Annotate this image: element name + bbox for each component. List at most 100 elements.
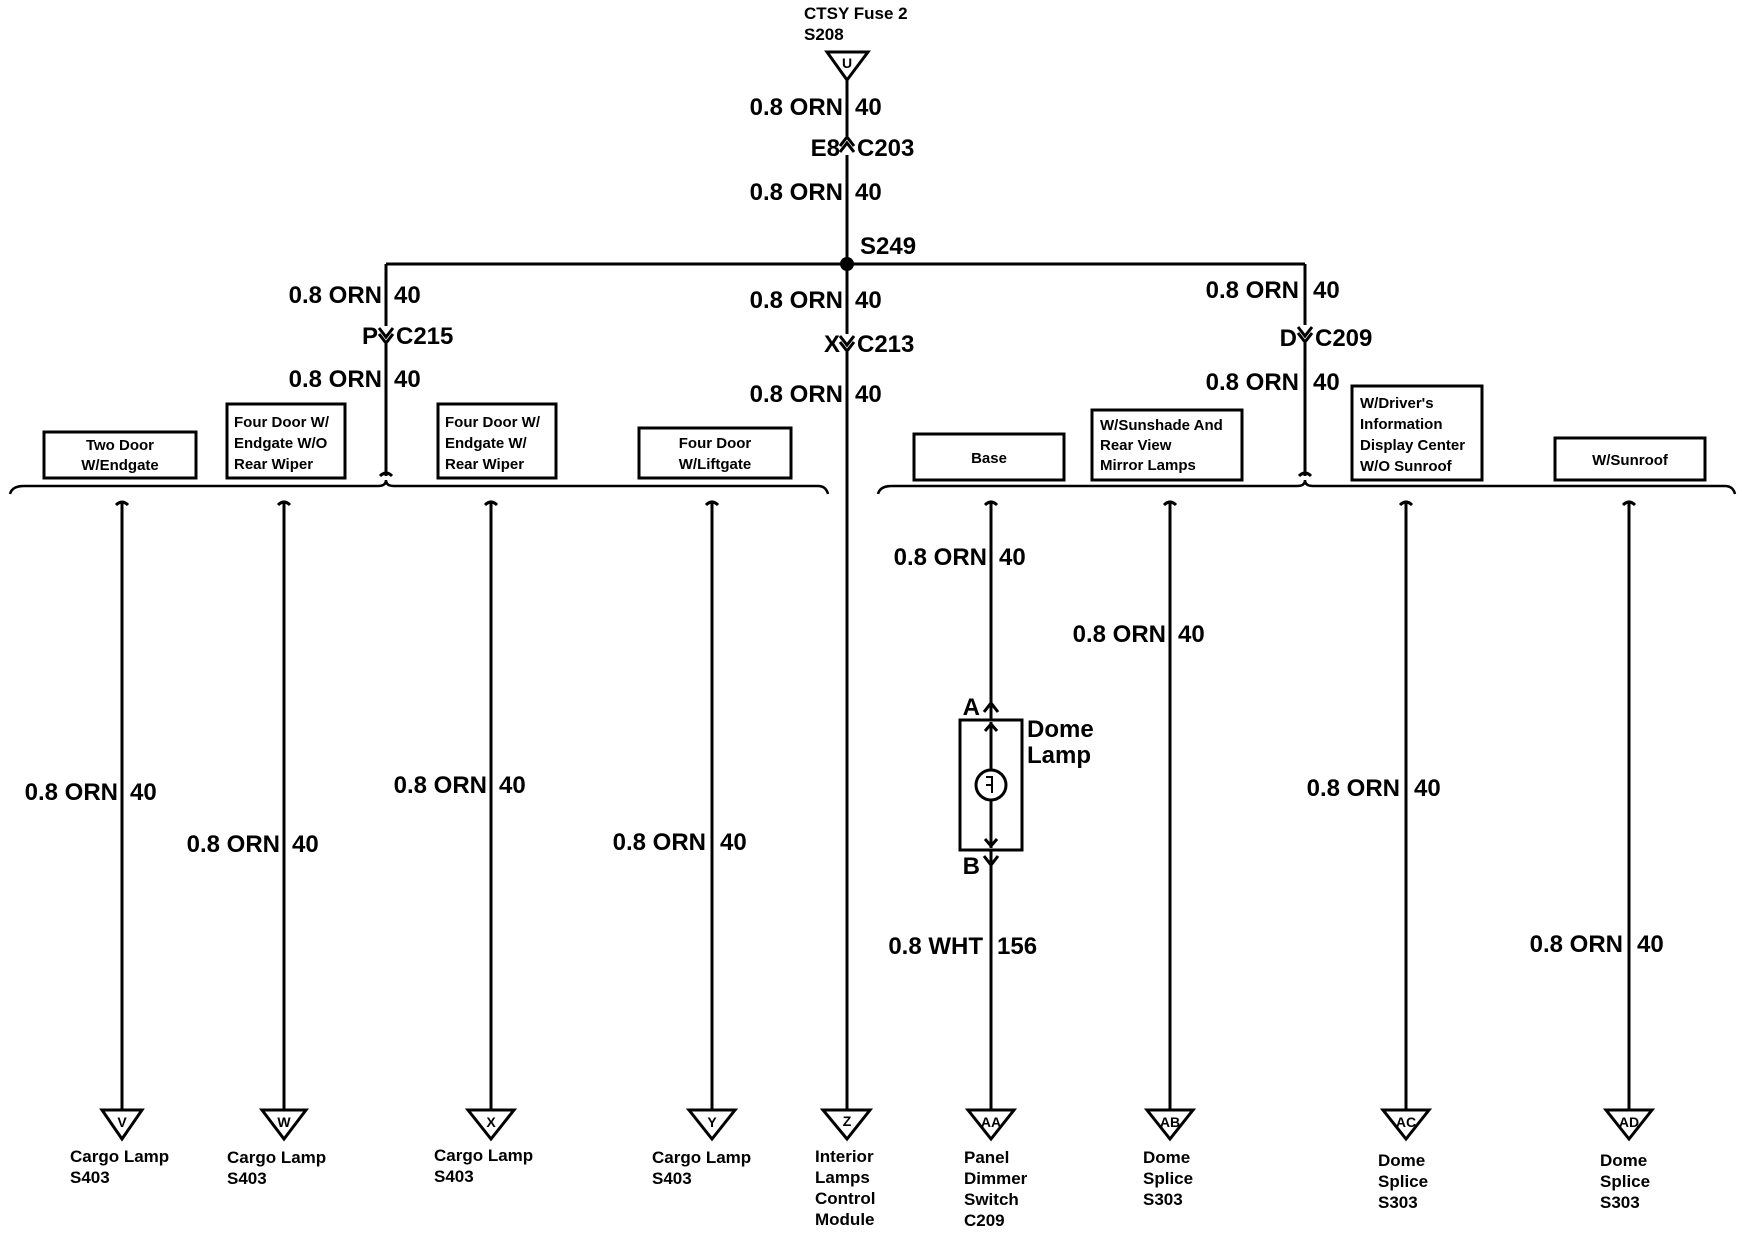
drop-y-spec: 0.8 ORN — [613, 829, 706, 856]
drop-ad-dest-2: Splice — [1600, 1172, 1650, 1191]
drop-aa-circuit: 40 — [999, 544, 1026, 571]
terminal-aa-arrow — [964, 1108, 1018, 1142]
option-box-6-line-1: W/Sunshade And — [1100, 417, 1223, 434]
option-box-3-line-3: Rear Wiper — [445, 456, 524, 473]
drop-x-start — [483, 500, 499, 507]
connector-c203-name: C203 — [857, 135, 914, 162]
option-box-1-line-1: Two Door — [86, 437, 154, 454]
terminal-y-label: Y — [707, 1114, 717, 1130]
center-branch-lower-circuit: 40 — [855, 381, 882, 408]
center-branch-lower-spec: 0.8 ORN — [750, 381, 843, 408]
drop-w-circuit: 40 — [292, 831, 319, 858]
dome-lamp-pin-a-symbol — [982, 700, 1000, 713]
option-box-two-door-endgate — [42, 430, 198, 480]
wire-top-2-spec: 0.8 ORN — [750, 179, 843, 206]
drop-ab-start — [1162, 500, 1178, 507]
terminal-w-arrow — [258, 1108, 310, 1142]
splice-s249-label: S249 — [860, 233, 916, 260]
drop-v-dest-1: Cargo Lamp — [70, 1147, 169, 1166]
wire-top-1-spec: 0.8 ORN — [750, 94, 843, 121]
drop-aa-start — [983, 500, 999, 507]
dome-lamp-internal-arrow-bottom — [983, 838, 999, 849]
option-box-4-line-1: Four Door — [679, 435, 752, 452]
option-bus-right — [876, 479, 1737, 495]
drop-ad-start — [1621, 500, 1637, 507]
option-box-7-line-4: W/O Sunroof — [1360, 458, 1453, 475]
left-branch-upper-spec: 0.8 ORN — [289, 282, 382, 309]
drop-x-dest-1: Cargo Lamp — [434, 1146, 533, 1165]
right-branch-upper-circuit: 40 — [1313, 277, 1340, 304]
option-box-2-line-2: Endgate W/O — [234, 435, 328, 452]
center-branch-upper-circuit: 40 — [855, 287, 882, 314]
terminal-ad-arrow — [1602, 1108, 1656, 1142]
center-branch-upper-spec: 0.8 ORN — [750, 287, 843, 314]
option-box-2-line-3: Rear Wiper — [234, 456, 313, 473]
drop-w-start — [276, 500, 292, 507]
drop-ab-dest-2: Splice — [1143, 1169, 1193, 1188]
drop-y-dest-2: S403 — [652, 1169, 692, 1188]
terminal-x-label: X — [486, 1114, 496, 1130]
drop-ac-dest-1: Dome — [1378, 1151, 1425, 1170]
option-box-base — [912, 432, 1066, 482]
drop-w-dest-2: S403 — [227, 1169, 267, 1188]
drop-y-dest-1: Cargo Lamp — [652, 1148, 751, 1167]
connector-c213-pin: X — [824, 331, 840, 358]
option-box-5-line-1: Base — [971, 450, 1007, 467]
dome-lamp-output-circuit: 156 — [997, 933, 1037, 960]
left-branch-lower-spec: 0.8 ORN — [289, 366, 382, 393]
drop-ac-spec: 0.8 ORN — [1307, 775, 1400, 802]
drop-ad-spec: 0.8 ORN — [1530, 931, 1623, 958]
drop-v-spec: 0.8 ORN — [25, 779, 118, 806]
right-branch-upper-spec: 0.8 ORN — [1206, 277, 1299, 304]
drop-ab-circuit: 40 — [1178, 621, 1205, 648]
terminal-z-arrow — [819, 1108, 874, 1142]
terminal-u-arrow — [824, 50, 871, 83]
drop-ac-start — [1398, 500, 1414, 507]
drop-v-circuit: 40 — [130, 779, 157, 806]
terminal-ab-arrow — [1143, 1108, 1197, 1142]
option-box-4-line-2: W/Liftgate — [679, 456, 752, 473]
terminal-v-label: V — [117, 1114, 127, 1130]
drop-x-spec: 0.8 ORN — [394, 772, 487, 799]
drop-v-dest-2: S403 — [70, 1168, 110, 1187]
drop-w-spec: 0.8 ORN — [187, 831, 280, 858]
option-bus-left — [8, 479, 830, 495]
option-box-6-line-3: Mirror Lamps — [1100, 457, 1196, 474]
connector-c213-name: C213 — [857, 331, 914, 358]
connector-c215-pin: P — [362, 323, 378, 350]
drop-ad-dest-3: S303 — [1600, 1193, 1640, 1212]
drop-aa-dest-3: Switch — [964, 1190, 1019, 1209]
option-box-7-line-3: Display Center — [1360, 437, 1465, 454]
dome-lamp-pin-a: A — [963, 694, 980, 721]
source-fuse-label: CTSY Fuse 2 — [804, 4, 908, 23]
drop-aa-dest-2: Dimmer — [964, 1169, 1028, 1188]
center-dest-line-2: Lamps — [815, 1168, 870, 1187]
drop-ab-dest-1: Dome — [1143, 1148, 1190, 1167]
dome-lamp-pin-b: B — [963, 853, 980, 880]
connector-c209-pin: D — [1280, 325, 1297, 352]
drop-y-circuit: 40 — [720, 829, 747, 856]
bulb-filament-icon — [986, 776, 993, 793]
option-box-sunroof — [1553, 436, 1707, 482]
option-box-four-door-w-rear-wiper — [436, 402, 558, 480]
dome-lamp-name-2: Lamp — [1027, 742, 1091, 769]
dome-lamp-name-1: Dome — [1027, 716, 1094, 743]
dome-lamp-internal-arrow-top — [983, 721, 999, 732]
drop-ab-dest-3: S303 — [1143, 1190, 1183, 1209]
connector-c209-name: C209 — [1315, 325, 1372, 352]
option-box-7-line-2: Information — [1360, 416, 1443, 433]
drop-ac-dest-3: S303 — [1378, 1193, 1418, 1212]
drop-y-start — [704, 500, 720, 507]
option-box-3-line-1: Four Door W/ — [445, 414, 541, 431]
terminal-ac-arrow — [1379, 1108, 1433, 1142]
left-branch-upper-circuit: 40 — [394, 282, 421, 309]
connector-c215-symbol — [377, 327, 395, 346]
option-box-2-line-1: Four Door W/ — [234, 414, 330, 431]
wire-top-2-circuit: 40 — [855, 179, 882, 206]
connector-c203-pin: E8 — [811, 135, 840, 162]
left-branch-wire-end — [378, 471, 394, 478]
terminal-ab-label: AB — [1160, 1114, 1180, 1130]
terminal-ad-label: AD — [1619, 1114, 1639, 1130]
terminal-aa-label: AA — [981, 1114, 1001, 1130]
